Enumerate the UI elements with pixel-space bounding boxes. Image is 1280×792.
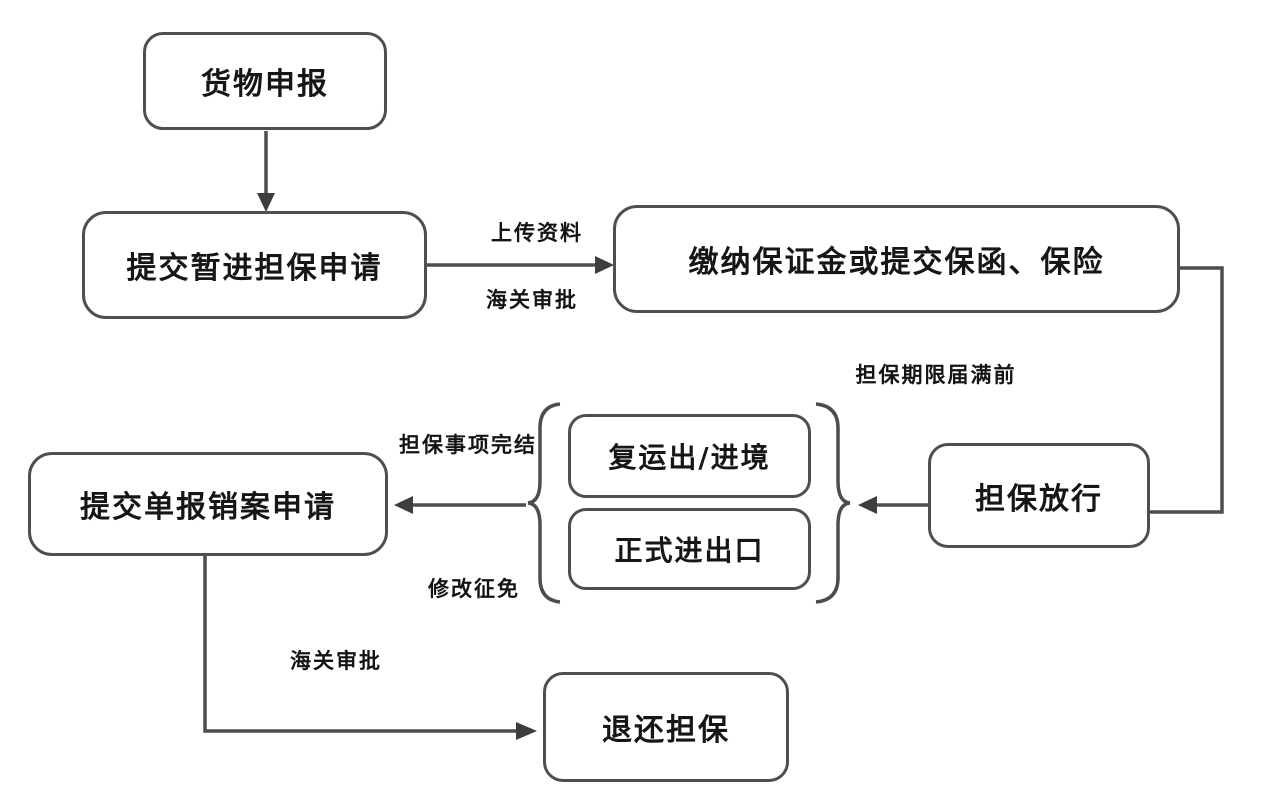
node-return-guarantee-label: 退还担保 [602,713,730,748]
right-brace-icon [815,402,851,604]
arrowhead-left-icon [394,496,413,514]
edge-label-customs-approval-top: 海关审批 [486,288,578,312]
edge-label-guarantee-matters-completed: 担保事项完结 [399,433,537,457]
edge-label-before-guarantee-expiry: 担保期限届满前 [855,363,1017,387]
edge-label-customs-approval-bottom: 海关审批 [290,649,382,673]
left-brace-icon [527,402,561,604]
arrowhead-left-icon [858,496,877,514]
node-guarantee-release-label: 担保放行 [975,481,1103,517]
node-submit-temp-guarantee-label: 提交暂进担保申请 [126,251,383,286]
node-return-guarantee[interactable]: 退还担保 [543,672,789,782]
edge-label-modify-levy-exemption: 修改征免 [428,577,520,601]
node-pay-deposit-or-letter-label: 缴纳保证金或提交保函、保险 [688,245,1105,280]
node-cargo-declaration-label: 货物申报 [201,67,329,102]
arrowhead-right-icon [516,722,537,740]
node-re-export-entry-label: 复运出/进境 [608,441,771,474]
edge-closure-to-refund [203,556,519,733]
node-formal-import-export[interactable]: 正式进出口 [568,508,811,590]
node-re-export-entry[interactable]: 复运出/进境 [568,414,811,498]
node-submit-case-closure-label: 提交单报销案申请 [80,490,336,525]
arrowhead-down-icon [257,193,275,212]
edge-label-upload-materials: 上传资料 [491,221,583,245]
arrowhead-right-icon [595,256,614,274]
node-formal-import-export-label: 正式进出口 [614,534,765,567]
node-submit-case-closure[interactable]: 提交单报销案申请 [28,452,388,556]
node-cargo-declaration[interactable]: 货物申报 [143,32,387,130]
node-submit-temp-guarantee[interactable]: 提交暂进担保申请 [82,211,427,319]
node-guarantee-release[interactable]: 担保放行 [928,443,1150,548]
node-pay-deposit-or-letter[interactable]: 缴纳保证金或提交保函、保险 [613,205,1180,313]
edge-deposit-to-release [1150,266,1224,514]
